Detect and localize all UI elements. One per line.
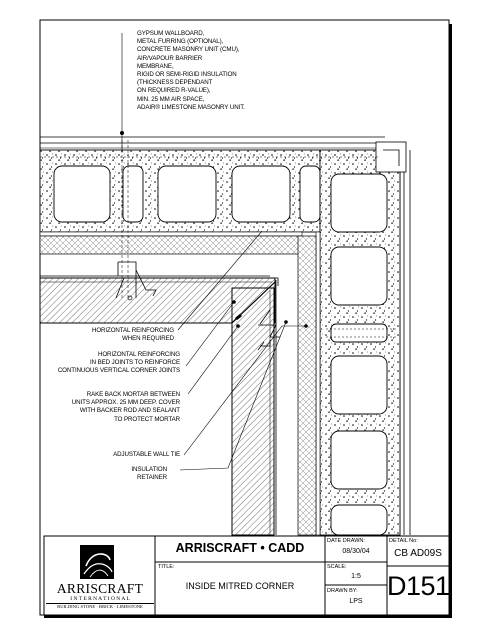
material-callout: GYPSUM WALLBOARD, METAL FURRING (OPTIONA… <box>137 30 245 112</box>
detail-code: CB AD09S <box>394 548 442 559</box>
title-value: INSIDE MITRED CORNER <box>185 581 295 591</box>
note-line: UNITS APPROX. 25 MM DEEP. COVER <box>71 399 180 407</box>
arriscraft-logo-icon <box>80 545 114 579</box>
date-label: DATE DRAWN: <box>327 538 365 544</box>
logo-tag: BUILDING STONE · BRICK · LIMESTONE <box>46 603 154 610</box>
callout-line: GYPSUM WALLBOARD, <box>137 30 205 37</box>
scale-label: SCALE: <box>327 564 347 570</box>
note-line: WHEN REQUIRED <box>122 335 174 343</box>
note-line: CONTINUOUS VERTICAL CORNER JOINTS <box>57 367 180 375</box>
callout-line: ON REQUIRED R-VALUE), <box>137 87 211 95</box>
note-line: INSULATION <box>131 466 167 473</box>
callout-line: MIN. 25 MM AIR SPACE, <box>137 95 205 103</box>
title-label: TITLE: <box>158 564 175 570</box>
note-horizontal-reinforcing-1: HORIZONTAL REINFORCING WHEN REQUIRED <box>92 327 174 343</box>
note-line: HORIZONTAL REINFORCING <box>91 327 174 334</box>
scale-value: 1:5 <box>351 573 361 580</box>
note-line: RAKE BACK MORTAR BETWEEN <box>86 391 180 398</box>
callout-line: CONCRETE MASONRY UNIT (CMU), <box>137 46 240 54</box>
note-line: HORIZONTAL REINFORCING <box>97 351 180 358</box>
logo-sub: I N T E R N A T I O N A L <box>70 596 130 602</box>
callout-line: METAL FURRING (OPTIONAL), <box>137 38 224 46</box>
company-title: ARRISCRAFT • CADD <box>175 541 305 555</box>
note-line: TO PROTECT MORTAR <box>114 415 180 423</box>
detail-label: DETAIL No: <box>389 538 418 544</box>
note-insulation-retainer: INSULATION RETAINER <box>131 466 167 482</box>
callout-line: ADAIR® LIMESTONE MASONRY UNIT. <box>137 103 245 111</box>
note-horizontal-reinforcing-2: HORIZONTAL REINFORCING IN BED JOINTS TO … <box>58 351 180 376</box>
note-line: WITH BACKER ROD AND SEALANT <box>79 407 180 415</box>
note-rake-back: RAKE BACK MORTAR BETWEEN UNITS APPROX. 2… <box>72 391 180 424</box>
drawn-label: DRAWN BY: <box>327 588 358 594</box>
detail-number: D151 <box>387 571 450 601</box>
note-wall-tie: ADJUSTABLE WALL TIE <box>113 451 180 459</box>
note-line: ADJUSTABLE WALL TIE <box>113 451 180 458</box>
note-line: RETAINER <box>136 474 167 482</box>
callout-line: MEMBRANE, <box>137 62 174 70</box>
callout-line: (THICKNESS DEPENDANT <box>137 79 213 87</box>
date-value: 08/30/04 <box>342 548 370 555</box>
drawn-value: LPS <box>349 598 363 605</box>
callout-line: RIGID OR SEMI-RIGID INSULATION <box>137 71 237 79</box>
note-line: IN BED JOINTS TO REINFORCE <box>90 359 180 367</box>
logo-name: ARRISCRAFT <box>56 581 144 596</box>
callout-line: AIR/VAPOUR BARRIER <box>137 54 203 62</box>
